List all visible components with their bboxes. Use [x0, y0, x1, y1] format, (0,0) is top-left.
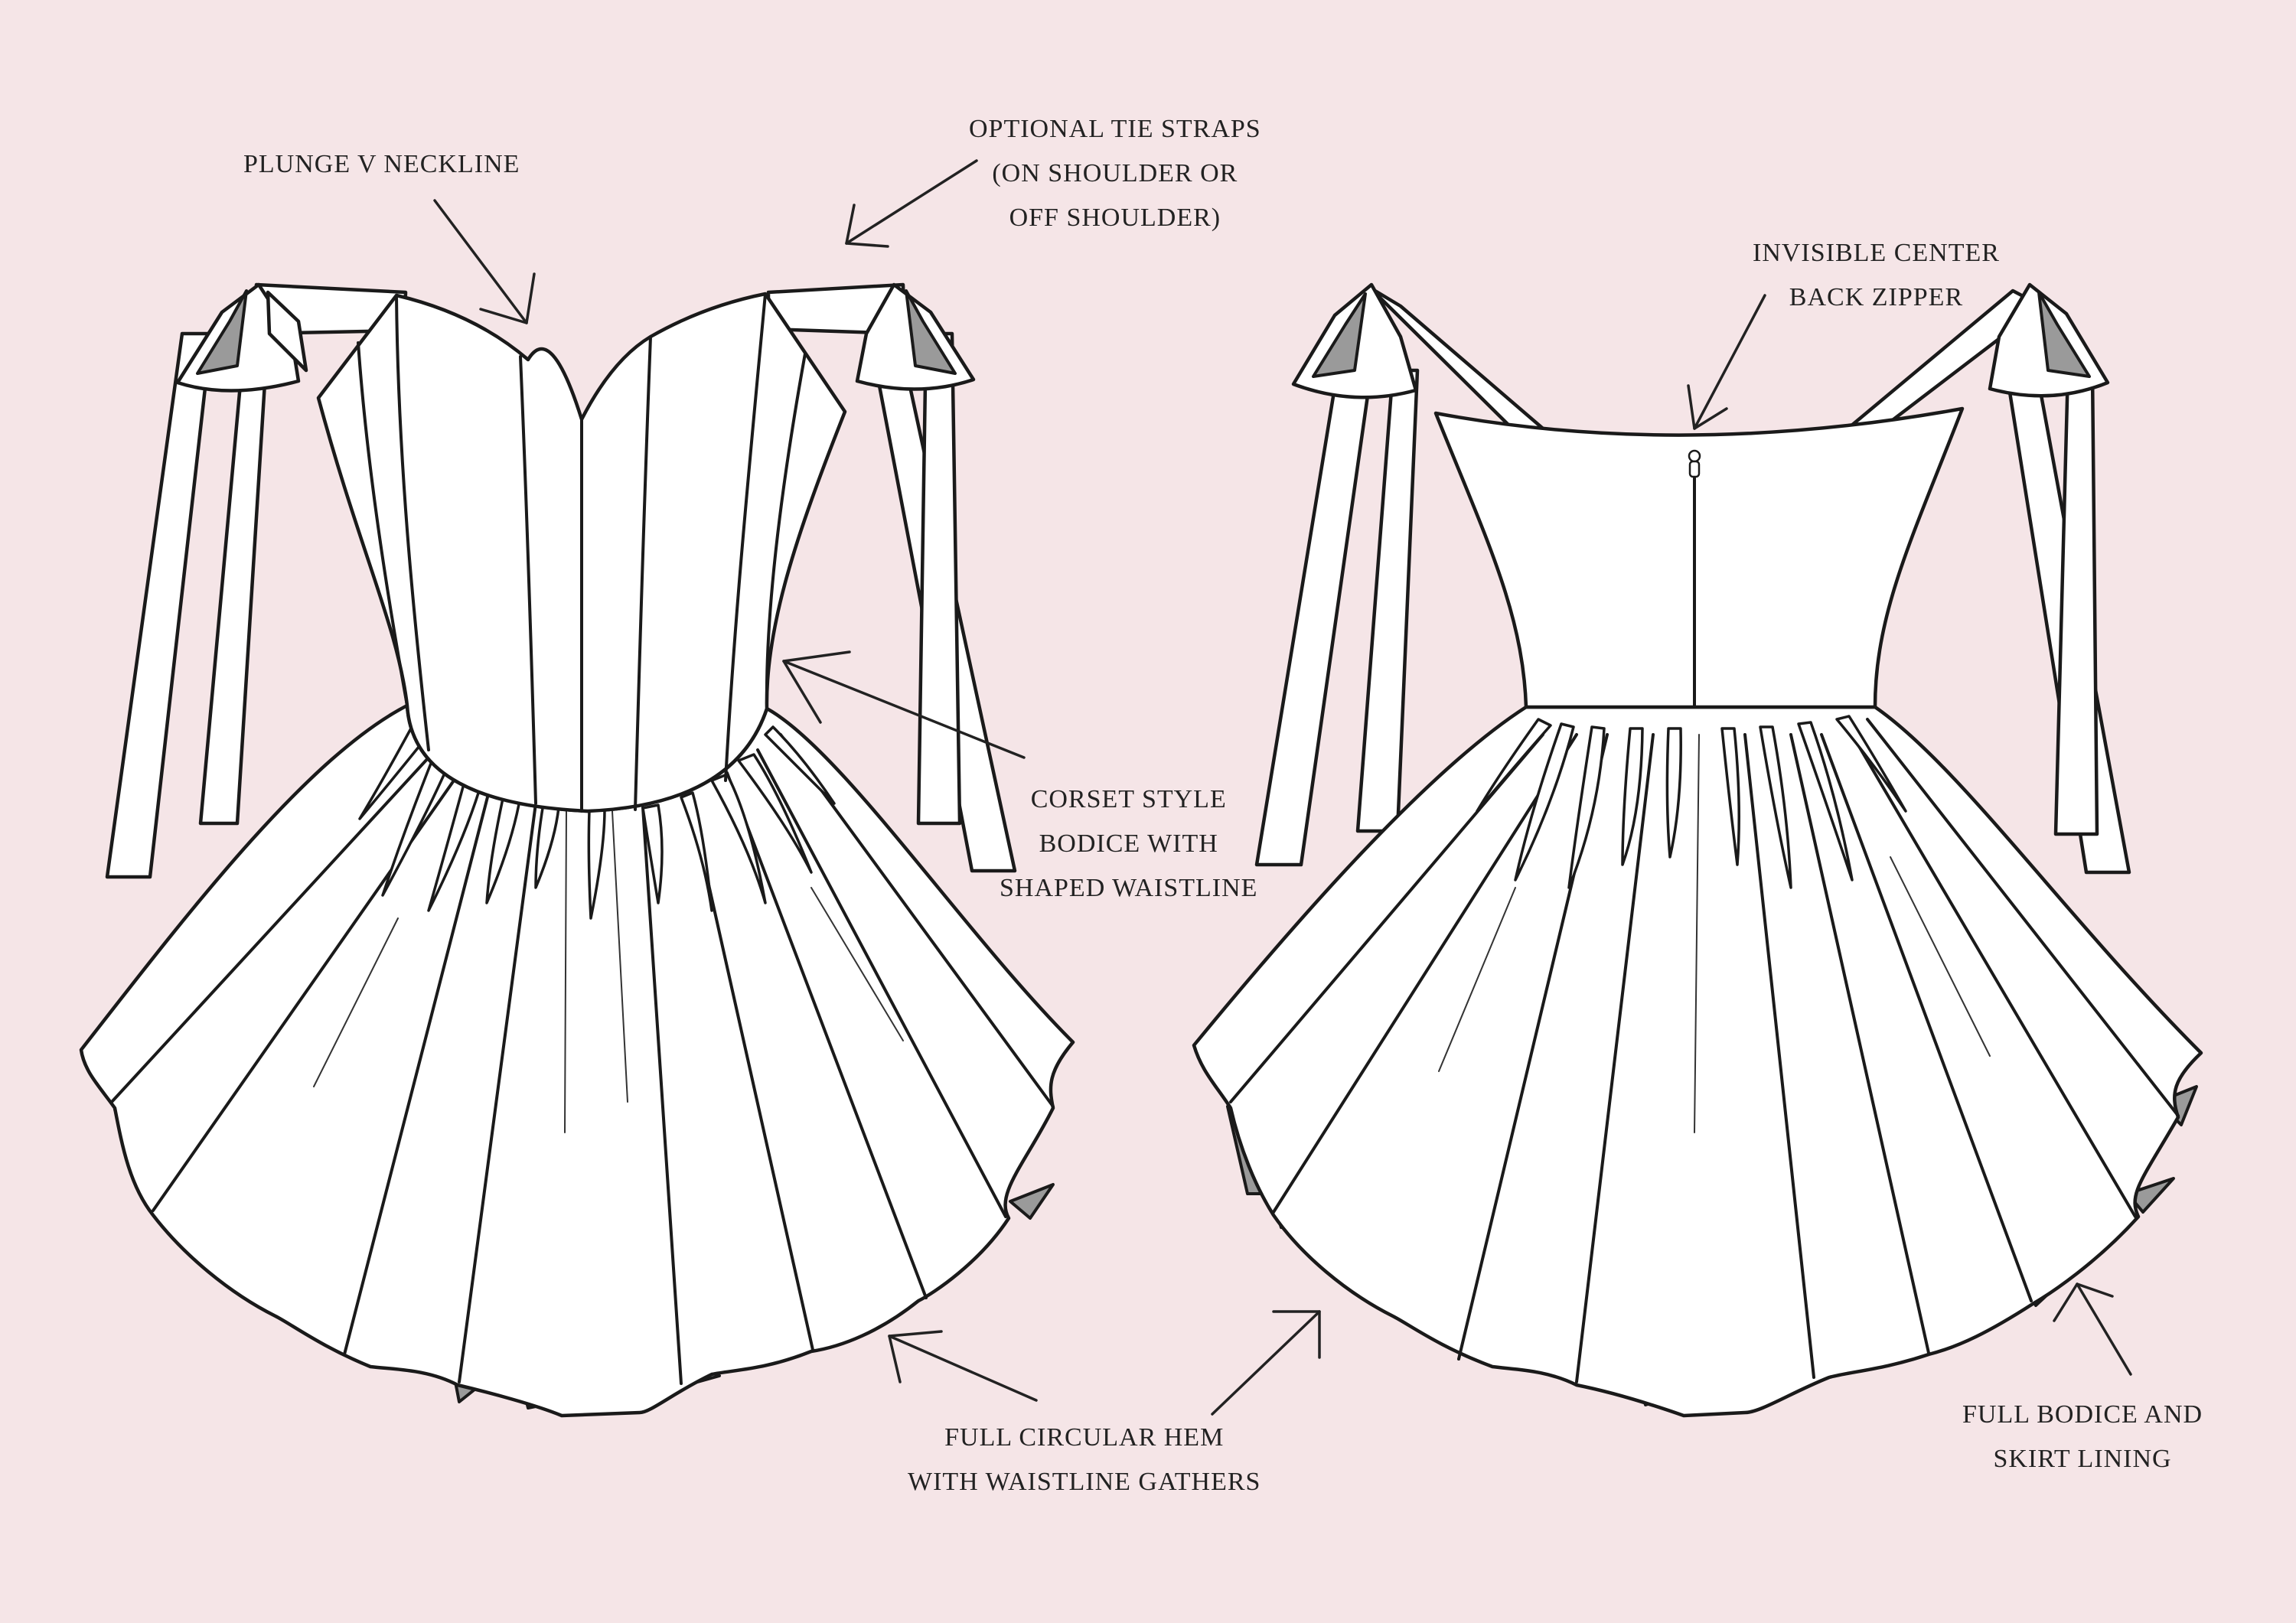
label-invisible-zipper: INVISIBLE CENTER BACK ZIPPER — [1753, 231, 2000, 320]
front-waist-gathers — [358, 725, 836, 920]
back-waist-gathers — [1476, 715, 1907, 889]
label-line: FULL CIRCULAR HEM — [944, 1423, 1225, 1452]
arrow-tie-straps — [845, 159, 978, 248]
back-bodice — [1433, 406, 1965, 709]
back-skirt — [1192, 705, 2203, 1418]
label-line: CORSET STYLE — [1030, 785, 1227, 813]
label-plunge-v-neckline: PLUNGE V NECKLINE — [243, 142, 520, 187]
label-line: BACK ZIPPER — [1789, 283, 1964, 311]
front-bodice-seams — [357, 292, 807, 813]
front-right-tie-strap — [766, 282, 1017, 873]
label-line: FULL BODICE AND — [1962, 1400, 2203, 1429]
back-view — [1192, 282, 2203, 1418]
label-line: SHAPED WAISTLINE — [1000, 874, 1258, 902]
label-line: INVISIBLE CENTER — [1753, 239, 2000, 267]
front-left-tie-strap — [105, 282, 408, 879]
arrow-hem-front — [888, 1330, 1038, 1402]
annotation-arrows — [433, 159, 2132, 1416]
arrow-plunge-neckline — [433, 199, 536, 324]
label-line: SKIRT LINING — [1993, 1445, 2172, 1473]
zipper-pull — [1688, 449, 1701, 478]
label-full-lining: FULL BODICE AND SKIRT LINING — [1962, 1393, 2203, 1481]
label-line: (ON SHOULDER OR — [992, 159, 1238, 187]
label-line: PLUNGE V NECKLINE — [243, 150, 520, 178]
front-skirt — [79, 703, 1075, 1418]
label-line: WITH WAISTLINE GATHERS — [908, 1468, 1261, 1496]
label-optional-tie-straps: OPTIONAL TIE STRAPS (ON SHOULDER OR OFF … — [969, 107, 1261, 240]
back-left-tie-strap — [1254, 282, 1556, 867]
label-line: BODICE WITH — [1039, 829, 1218, 858]
arrow-corset — [782, 650, 1026, 759]
label-full-circular-hem: FULL CIRCULAR HEM WITH WAISTLINE GATHERS — [908, 1416, 1261, 1504]
label-line: OPTIONAL TIE STRAPS — [969, 115, 1261, 143]
back-right-tie-strap — [1835, 282, 2131, 875]
arrow-lining — [2053, 1282, 2132, 1376]
arrow-hem-back — [1211, 1310, 1321, 1416]
label-line: OFF SHOULDER) — [1009, 204, 1221, 232]
front-view — [79, 282, 1075, 1418]
label-corset-bodice: CORSET STYLE BODICE WITH SHAPED WAISTLIN… — [1000, 777, 1257, 911]
arrow-zipper — [1687, 294, 1766, 430]
